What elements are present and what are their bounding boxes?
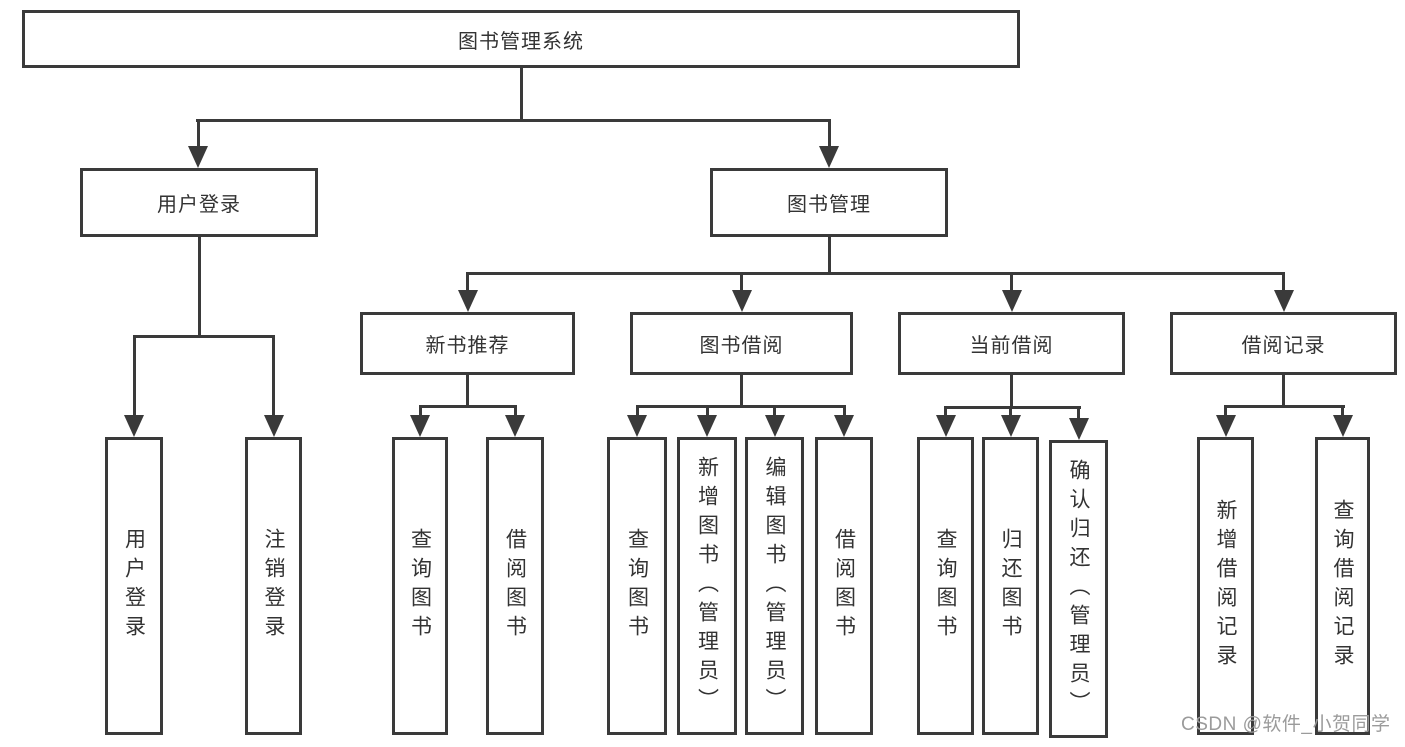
leaf-edit-book-admin: 编辑图书（管理员） <box>745 437 804 735</box>
connector-stem <box>514 405 517 418</box>
leaf-borrow-books-recommend: 借阅图书 <box>486 437 544 735</box>
arrowhead <box>1001 415 1021 437</box>
connector-borrowing-vertical <box>740 375 743 408</box>
csdn-watermark: CSDN @软件_小贺同学 <box>1181 714 1391 735</box>
connector-root-horizontal <box>196 119 831 122</box>
connector-records-horizontal <box>1224 405 1345 408</box>
leaf-add-borrow-record: 新增借阅记录 <box>1197 437 1254 735</box>
connector-stem <box>773 405 776 418</box>
connector-recommend-horizontal <box>419 405 517 408</box>
connector-stem <box>419 405 422 418</box>
connector-current-horizontal <box>944 406 1081 409</box>
arrowhead <box>697 415 717 437</box>
arrowhead <box>765 415 785 437</box>
leaf-confirm-return-admin: 确认归还（管理员） <box>1049 440 1108 738</box>
connector-book-mgmt-vertical <box>828 237 831 275</box>
arrowhead <box>1333 415 1353 437</box>
leaf-label: 查询图书 <box>934 528 957 644</box>
connector-recommend-vertical <box>466 375 469 408</box>
connector-stem <box>944 406 947 419</box>
arrowhead <box>819 146 839 168</box>
leaf-label: 借阅图书 <box>503 528 527 644</box>
leaf-label: 归还图书 <box>999 528 1022 644</box>
node-label: 新书推荐 <box>425 335 510 357</box>
leaf-label: 确认归还（管理员） <box>1067 458 1090 720</box>
arrowhead <box>1216 415 1236 437</box>
connector-stem <box>466 272 469 293</box>
leaf-label: 新增图书（管理员） <box>695 455 719 717</box>
node-current-borrowing: 当前借阅 <box>898 312 1125 375</box>
connector-stem <box>1009 406 1012 419</box>
leaf-label: 查询图书 <box>408 528 432 644</box>
node-label: 图书管理系统 <box>458 30 584 53</box>
leaf-borrow-books-borrowing: 借阅图书 <box>815 437 873 735</box>
arrowhead <box>732 290 752 312</box>
node-label: 用户登录 <box>157 194 241 216</box>
leaf-label: 注销登录 <box>262 528 285 644</box>
arrowhead <box>458 290 478 312</box>
connector-stem <box>1224 405 1227 418</box>
leaf-query-books-recommend: 查询图书 <box>392 437 448 735</box>
arrowhead <box>410 415 430 437</box>
arrowhead <box>124 415 144 437</box>
connector-stem <box>1077 406 1080 420</box>
node-label: 图书管理 <box>787 194 871 216</box>
leaf-label: 查询图书 <box>625 528 649 644</box>
node-library-management-system: 图书管理系统 <box>22 10 1020 68</box>
connector-stem <box>706 405 709 418</box>
connector-user-login-vertical <box>198 237 201 338</box>
leaf-query-books-borrowing: 查询图书 <box>607 437 667 735</box>
arrowhead <box>505 415 525 437</box>
connector-stem <box>636 405 639 418</box>
connector-stem <box>1341 405 1344 418</box>
leaf-label: 编辑图书（管理员） <box>763 455 786 717</box>
leaf-return-book: 归还图书 <box>982 437 1039 735</box>
connector-current-vertical <box>1010 375 1013 409</box>
arrowhead <box>188 146 208 168</box>
leaf-label: 借阅图书 <box>832 528 856 644</box>
connector-stem <box>828 119 831 150</box>
node-label: 借阅记录 <box>1241 335 1326 357</box>
leaf-query-borrow-record: 查询借阅记录 <box>1315 437 1370 735</box>
node-book-management: 图书管理 <box>710 168 948 237</box>
leaf-add-book-admin: 新增图书（管理员） <box>677 437 737 735</box>
leaf-label: 查询借阅记录 <box>1331 499 1354 673</box>
node-borrowing-records: 借阅记录 <box>1170 312 1397 375</box>
arrowhead <box>1274 290 1294 312</box>
connector-stem <box>133 335 136 419</box>
connector-stem <box>1282 272 1285 293</box>
leaf-query-books-current: 查询图书 <box>917 437 974 735</box>
arrowhead <box>1069 418 1089 440</box>
connector-stem <box>272 335 275 419</box>
connector-book-mgmt-horizontal <box>466 272 1285 275</box>
node-book-borrowing: 图书借阅 <box>630 312 853 375</box>
arrowhead <box>936 415 956 437</box>
leaf-logout: 注销登录 <box>245 437 302 735</box>
connector-borrowing-horizontal <box>636 405 846 408</box>
node-new-book-recommendation: 新书推荐 <box>360 312 575 375</box>
connector-stem <box>843 405 846 418</box>
arrowhead <box>264 415 284 437</box>
connector-user-login-horizontal <box>133 335 275 338</box>
node-user-login: 用户登录 <box>80 168 318 237</box>
connector-stem <box>197 119 200 150</box>
arrowhead <box>1002 290 1022 312</box>
arrowhead <box>834 415 854 437</box>
leaf-label: 新增借阅记录 <box>1214 499 1237 673</box>
arrowhead <box>627 415 647 437</box>
connector-stem <box>740 272 743 293</box>
leaf-user-login: 用户登录 <box>105 437 163 735</box>
leaf-label: 用户登录 <box>122 528 146 644</box>
node-label: 图书借阅 <box>699 335 784 357</box>
connector-records-vertical <box>1282 375 1285 408</box>
node-label: 当前借阅 <box>969 335 1054 357</box>
connector-stem <box>1010 272 1013 293</box>
connector-root-vertical <box>520 68 523 122</box>
